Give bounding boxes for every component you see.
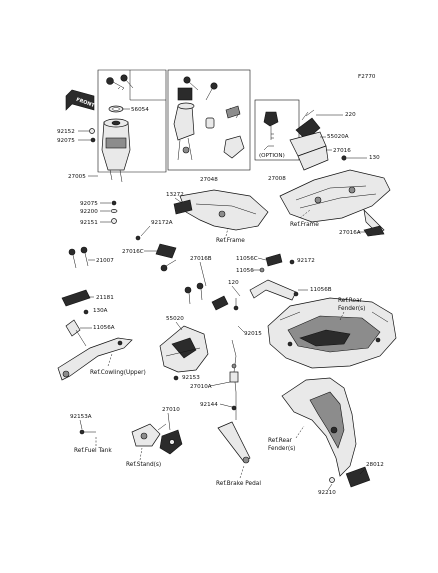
bolt-11056 [259, 267, 265, 273]
ref-fuel-tank: Ref.Fuel Tank [74, 448, 112, 454]
ignition-switch-body [101, 118, 131, 183]
nut-92151 [111, 218, 117, 224]
rear-fender-upper [267, 297, 397, 369]
bracket-27016A [363, 225, 385, 237]
callout-27010A: 27010A [190, 384, 212, 390]
switch-27016C [155, 243, 177, 259]
key-icon-a [183, 76, 199, 91]
bracket-11056A [57, 319, 133, 381]
nut-92152 [89, 128, 95, 134]
callout-92210: 92210 [318, 490, 336, 496]
callout-92075-b: 92075 [80, 201, 98, 207]
bolt-130 [341, 155, 347, 161]
bolt-92153A [79, 429, 96, 435]
bracket-21181 [61, 289, 91, 307]
screw-120 [233, 305, 239, 311]
bolt-130A [83, 309, 89, 315]
callout-92015: 92015 [244, 331, 262, 337]
meter-cover-55020 [159, 325, 209, 373]
bolt-92172A [135, 235, 141, 241]
bracket-11056C [265, 253, 283, 267]
key-icon-27016c [160, 259, 177, 272]
callout-92153: 92153 [182, 375, 200, 381]
callout-27008: 27008 [268, 176, 286, 182]
handlebar-switch-assembly [289, 109, 329, 171]
callout-27016: 27016 [333, 148, 351, 154]
bracket-11056B [249, 279, 299, 301]
callout-92151: 92151 [80, 220, 98, 226]
blank-key-icon [263, 111, 279, 140]
ignition-switch-group [89, 69, 167, 183]
callout-27016C: 27016C [122, 249, 144, 255]
callout-27016A: 27016A [339, 230, 361, 236]
callout-92172: 92172 [297, 258, 315, 264]
callout-21007: 21007 [96, 258, 114, 264]
callout-27016B: 27016B [190, 256, 212, 262]
fuel-cap-lock [173, 87, 195, 161]
figure-code: F2770 [358, 74, 376, 80]
callout-56054: 56054 [131, 107, 149, 113]
frame-center [173, 189, 269, 231]
callout-11056: 11056 [236, 268, 254, 274]
rear-fender-lower [281, 377, 371, 488]
screw-92075 [111, 200, 117, 206]
callout-92075: 92075 [57, 138, 75, 144]
ref-stands: Ref.Stand(s) [126, 462, 161, 468]
front-direction-tag: FRONT [65, 89, 96, 111]
washer-92200 [110, 209, 118, 213]
callout-92152: 92152 [57, 129, 75, 135]
keys-21007 [68, 246, 89, 269]
bolt-92153 [173, 375, 179, 381]
ref-frame-center: Ref.Frame [216, 238, 245, 244]
sidestand-switch-27010 [131, 423, 183, 455]
brake-pedal-link [217, 392, 251, 464]
callout-13272: 13272 [166, 192, 184, 198]
callout-220: 220 [345, 112, 356, 118]
ref-rear-fender-top-2: Fender(s) [338, 306, 365, 312]
callout-120: 120 [228, 280, 239, 286]
ignition-key-icon [106, 77, 125, 91]
ref-frame-right: Ref.Frame [290, 222, 319, 228]
callout-11056C: 11056C [236, 256, 258, 262]
bolt-92172 [289, 259, 295, 265]
callout-27005: 27005 [68, 174, 86, 180]
callout-21181: 21181 [96, 295, 114, 301]
callout-11056A: 11056A [93, 325, 115, 331]
callout-92144: 92144 [200, 402, 218, 408]
key-set-group [167, 69, 251, 171]
switch-27010A [229, 339, 239, 393]
ref-brake-pedal: Ref.Brake Pedal [216, 481, 261, 487]
bolt-92075 [90, 137, 96, 143]
switch-27016B [184, 282, 229, 311]
callout-11056B: 11056B [310, 287, 332, 293]
callout-55020: 55020 [166, 316, 184, 322]
callout-130: 130 [369, 155, 380, 161]
ref-rear-fender-bottom-2: Fender(s) [268, 446, 295, 452]
callout-92172A: 92172A [151, 220, 173, 226]
lock-cylinder [205, 117, 215, 129]
callout-92200: 92200 [80, 209, 98, 215]
option-note: (OPTION) [259, 153, 285, 159]
callout-28012: 28012 [366, 462, 384, 468]
callout-92153A: 92153A [70, 414, 92, 420]
callout-130A: 130A [93, 308, 108, 314]
callout-27010: 27010 [162, 407, 180, 413]
callout-55020A: 55020A [327, 134, 349, 140]
ignition-key-icon-2 [120, 74, 134, 89]
option-key-group: (OPTION) [254, 99, 300, 161]
ref-rear-fender-bottom-1: Ref.Rear [268, 438, 293, 444]
key-icon-b [205, 82, 218, 101]
spring-92144 [231, 405, 237, 411]
ref-rear-fender-top-1: Ref.Rear [338, 298, 363, 304]
ref-cowling-upper: Ref.Cowling(Upper) [90, 370, 146, 376]
callout-27048: 27048 [200, 177, 218, 183]
nut-92210 [329, 477, 335, 483]
seat-lock [223, 105, 245, 159]
